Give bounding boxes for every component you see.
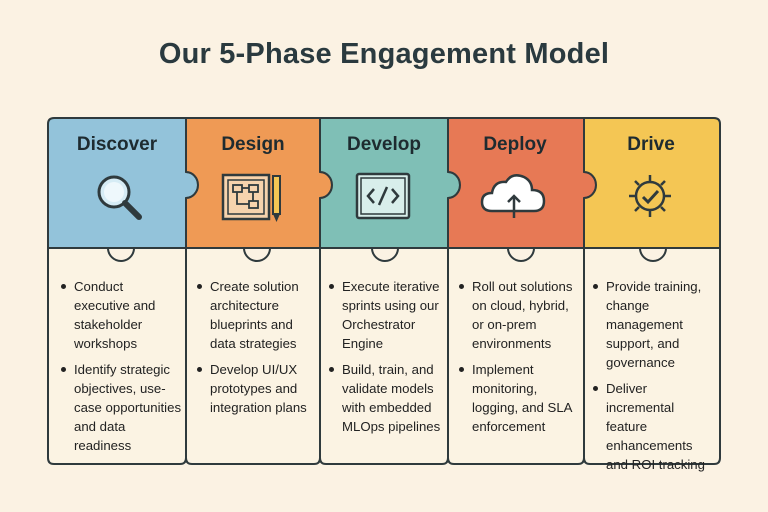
list-item: Roll out solutions on cloud, hybrid, or … bbox=[458, 277, 580, 353]
phase-title-design: Design bbox=[221, 134, 285, 155]
bullet-list-develop: Execute iterative sprints using our Orch… bbox=[328, 277, 446, 443]
list-item: Execute iterative sprints using our Orch… bbox=[328, 277, 446, 353]
bullet-list-discover: Conduct executive and stakeholder worksh… bbox=[60, 277, 182, 462]
phase-title-deploy: Deploy bbox=[483, 134, 547, 155]
code-window-icon bbox=[355, 172, 411, 220]
bullet-list-deploy: Roll out solutions on cloud, hybrid, or … bbox=[458, 277, 580, 443]
list-item: Implement monitoring, logging, and SLA e… bbox=[458, 360, 580, 436]
list-item: Provide training, change management supp… bbox=[592, 277, 716, 372]
page-title: Our 5-Phase Engagement Model bbox=[158, 38, 610, 70]
card-drive bbox=[583, 247, 721, 465]
list-item: Deliver incremental feature enhancements… bbox=[592, 379, 716, 474]
gear-check-icon bbox=[629, 175, 671, 217]
bullet-list-design: Create solution architecture blueprints … bbox=[196, 277, 316, 424]
list-item: Conduct executive and stakeholder worksh… bbox=[60, 277, 182, 353]
list-item: Develop UI/UX prototypes and integration… bbox=[196, 360, 316, 417]
bullet-list-drive: Provide training, change management supp… bbox=[592, 277, 716, 481]
list-item: Identify strategic objectives, use-case … bbox=[60, 360, 182, 455]
list-item: Create solution architecture blueprints … bbox=[196, 277, 316, 353]
cloud-upload-icon bbox=[480, 174, 546, 218]
phase-title-discover: Discover bbox=[76, 134, 158, 155]
blueprint-pencil-icon bbox=[221, 173, 281, 222]
list-item: Build, train, and validate models with e… bbox=[328, 360, 446, 436]
magnifying-glass-icon bbox=[97, 175, 142, 220]
phase-title-develop: Develop bbox=[347, 134, 421, 155]
phase-title-drive: Drive bbox=[627, 134, 675, 155]
